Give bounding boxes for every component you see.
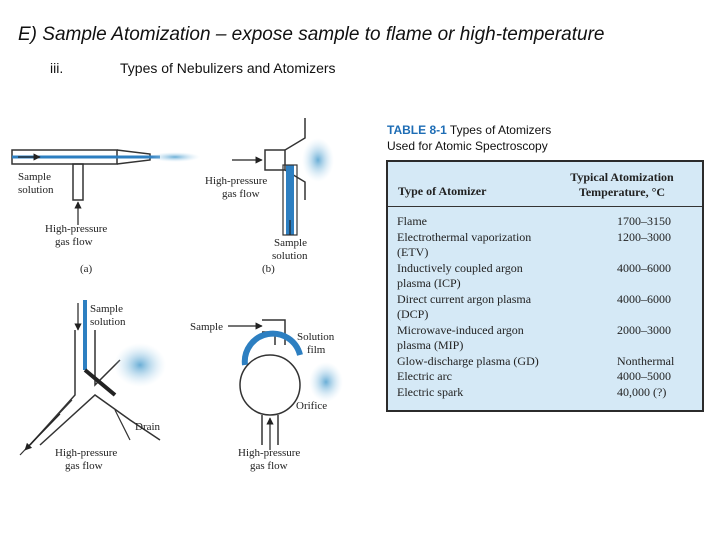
table-row: Direct current argon plasma(DCP) 4000–600… — [388, 292, 702, 323]
label-gas-flow-b: gas flow — [222, 188, 260, 200]
cell-temperature: 4000–6000 — [617, 260, 671, 275]
label-solution-film-2: film — [307, 344, 326, 356]
label-solution-b: solution — [272, 250, 308, 262]
label-sample-d: Sample — [190, 321, 223, 333]
label-high-pressure-c: High-pressure — [55, 447, 117, 459]
gas-inlet-tube — [72, 163, 84, 201]
header-type: Type of Atomizer — [398, 184, 487, 198]
diagram-c-babington-nebulizer: Sample solution Drain High-pressure gas … — [19, 300, 166, 472]
cell-atomizer-type: Electrothermal vaporization(ETV) — [388, 230, 597, 261]
atomizer-type-line: Inductively coupled argon — [397, 260, 523, 275]
cell-temperature: 1200–3000 — [617, 229, 671, 244]
atomizer-type-line: Electric arc — [397, 369, 452, 383]
cell-temperature: 40,000 (?) — [617, 384, 667, 399]
spray-plume — [150, 152, 200, 162]
label-solution-film-1: Solution — [297, 331, 335, 343]
table-caption: TABLE 8-1 Types of Atomizers Used for At… — [387, 122, 551, 154]
cell-temperature: 4000–6000 — [617, 291, 671, 306]
table-row: Glow-discharge plasma (GD) Nonthermal — [388, 354, 702, 370]
sample-capillary-b — [286, 165, 294, 235]
spray-plume-d — [309, 362, 343, 402]
label-high-pressure-b: High-pressure — [205, 175, 267, 187]
table-row: Electric spark 40,000 (?) — [388, 385, 702, 401]
label-sample-c: Sample — [90, 303, 123, 315]
sphere — [239, 354, 301, 416]
table-row: Electric arc 4000–5000 — [388, 369, 702, 385]
atomizer-type-line: Flame — [397, 214, 427, 228]
cell-atomizer-type: Flame — [388, 214, 597, 230]
cell-temperature: 4000–5000 — [617, 369, 671, 383]
label-high-pressure-d: High-pressure — [238, 447, 300, 459]
atomizer-type-line: (ETV) — [397, 245, 429, 259]
table-row: Flame 1700–3150 — [388, 214, 702, 230]
slide-title: E) Sample Atomization – expose sample to… — [18, 24, 605, 45]
header-temp-line2: Temperature, °C — [578, 185, 666, 199]
table-row: Electrothermal vaporization(ETV) 1200–300… — [388, 230, 702, 261]
label-orifice: Orifice — [296, 400, 327, 412]
gas-inlet-d — [261, 415, 279, 445]
gas-nozzle — [264, 149, 285, 171]
table-number: TABLE 8-1 — [387, 123, 447, 137]
label-gas-flow: gas flow — [55, 236, 93, 248]
spray-plume-b — [302, 138, 334, 182]
header-temp-line1: Typical Atomization — [570, 170, 674, 184]
ball-surface — [83, 368, 117, 397]
atomizer-type-line: Electrothermal vaporization — [397, 229, 532, 244]
atomizer-type-line: (DCP) — [397, 307, 429, 321]
diagram-a-concentric-nebulizer: Sample solution High-pressure gas flow (… — [11, 149, 200, 275]
subheading-text: Types of Nebulizers and Atomizers — [120, 60, 336, 76]
label-a: (a) — [80, 263, 93, 275]
header-temperature: Typical Atomization Temperature, °C — [552, 170, 692, 200]
gas-arrow-c — [24, 413, 61, 451]
housing — [284, 118, 306, 200]
table-caption-line1: Types of Atomizers — [449, 123, 552, 137]
cell-temperature: 1700–3150 — [617, 214, 671, 228]
label-b: (b) — [262, 263, 275, 275]
atomizer-type-line: Microwave-induced argon — [397, 322, 524, 337]
label-gas-flow-d: gas flow — [250, 460, 288, 472]
cell-atomizer-type: Direct current argon plasma(DCP) — [388, 292, 597, 323]
atomizer-type-line: plasma (ICP) — [397, 276, 461, 290]
atomizer-type-line: Electric spark — [397, 384, 464, 399]
cell-atomizer-type: Electric arc — [388, 369, 597, 385]
table-header: Type of Atomizer Typical Atomization Tem… — [388, 162, 702, 207]
drain-pipe — [114, 409, 131, 441]
label-solution-c: solution — [90, 316, 126, 328]
label-high-pressure: High-pressure — [45, 223, 107, 235]
cell-temperature: 2000–3000 — [617, 322, 671, 337]
subheading-number: iii. — [50, 60, 64, 76]
label-sample-b: Sample — [274, 237, 307, 249]
label-gas-flow-c: gas flow — [65, 460, 103, 472]
label-sample: Sample — [18, 171, 51, 183]
label-drain: Drain — [135, 421, 161, 433]
diagram-b-crossflow-nebulizer: High-pressure gas flow Sample solution (… — [205, 118, 334, 275]
cell-atomizer-type: Electric spark — [388, 385, 597, 401]
atomizer-type-line: Direct current argon plasma — [397, 291, 532, 306]
cell-atomizer-type: Glow-discharge plasma (GD) — [388, 354, 597, 370]
diagram-d-film-nebulizer: Sample Solution film Orifice High-pressu… — [190, 319, 343, 472]
spray-plume-c — [114, 343, 166, 387]
cell-temperature: Nonthermal — [617, 353, 675, 368]
solution-film — [241, 330, 303, 366]
atomizer-type-line: plasma (MIP) — [397, 338, 464, 352]
atomizer-type-line: Glow-discharge plasma (GD) — [397, 353, 539, 368]
chamber-base — [39, 394, 161, 446]
label-solution: solution — [18, 184, 54, 196]
atomizer-table: Type of Atomizer Typical Atomization Tem… — [386, 160, 704, 412]
table-caption-line2: Used for Atomic Spectroscopy — [387, 139, 548, 153]
